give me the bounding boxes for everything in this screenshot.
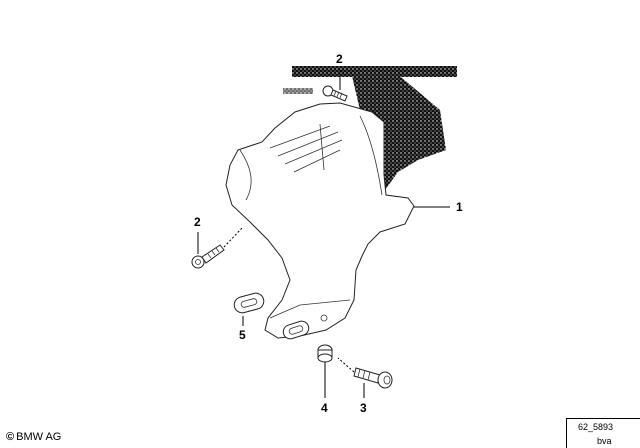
callout-3: 3	[360, 401, 367, 415]
screw-bottom	[337, 357, 393, 389]
screw-top	[322, 85, 348, 102]
bushing	[317, 344, 333, 363]
cover-part	[225, 102, 415, 340]
copyright-notice: ©BMW AG	[6, 431, 61, 443]
diagram-code: bva	[597, 436, 612, 446]
callout-1: 1	[456, 200, 463, 214]
diagram-number: 62_5893	[578, 422, 614, 432]
copyright-owner: BMW AG	[16, 431, 62, 443]
copyright-symbol: ©	[6, 431, 15, 443]
callout-5: 5	[239, 328, 246, 342]
callout-2-left: 2	[194, 215, 201, 229]
callout-2-top: 2	[336, 52, 343, 66]
reference-box: 62_5893 bva	[566, 418, 640, 448]
callout-4: 4	[321, 401, 328, 415]
screw-left	[191, 227, 243, 269]
grommet	[233, 292, 265, 314]
